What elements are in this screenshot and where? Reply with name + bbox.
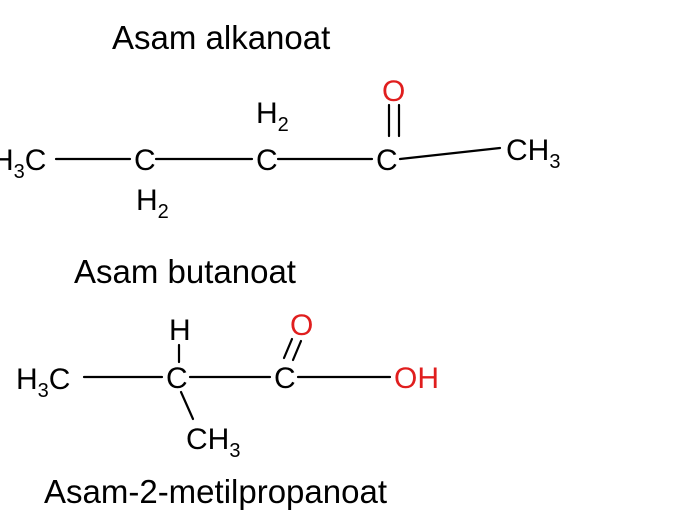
bond-c2-ch3-branch xyxy=(179,390,195,421)
atom-c1-h2: H2 xyxy=(136,184,169,223)
double-bond-co2-a xyxy=(282,337,294,360)
atom-c2: C xyxy=(256,144,278,177)
atom-ch3-right: CH3 xyxy=(506,134,560,173)
atom-h3c-left: H3C xyxy=(0,144,46,183)
atom-o-carbonyl: O xyxy=(382,75,405,108)
atom-c2-branch: C xyxy=(166,362,188,395)
atom-ch3-branch: CH3 xyxy=(186,423,240,462)
atom-o-carboxyl: O xyxy=(290,309,313,342)
atom-c2-h2: H2 xyxy=(256,97,289,136)
caption-asam-2-metilpropanoat: Asam-2-metilpropanoat xyxy=(44,473,387,510)
atom-h3c-left-2: H3C xyxy=(16,363,70,402)
structure-metilpropanoat: H3C C H CH3 C O OH xyxy=(16,309,439,462)
caption-asam-alkanoat: Asam alkanoat xyxy=(112,19,330,56)
atom-c1-carboxyl: C xyxy=(274,362,296,395)
double-bond-co2-b xyxy=(291,339,303,362)
caption-asam-butanoat: Asam butanoat xyxy=(74,253,296,290)
atom-c2-h: H xyxy=(169,314,191,347)
atom-oh: OH xyxy=(394,362,439,395)
atom-c3: C xyxy=(376,144,398,177)
bond-c3-ch3 xyxy=(398,146,502,161)
atom-c1: C xyxy=(134,144,156,177)
structure-alkanoat: H3C C H2 C H2 C O CH3 xyxy=(0,75,560,223)
